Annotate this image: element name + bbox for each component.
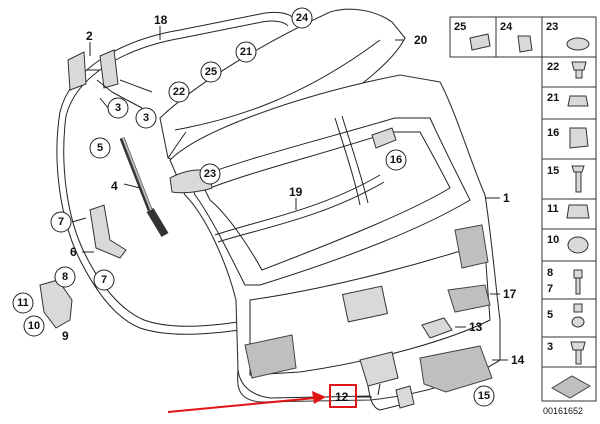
callout-5: 5	[89, 137, 111, 159]
hinge-assembly	[67, 49, 153, 109]
lock-part	[419, 345, 493, 393]
svg-text:7: 7	[58, 216, 64, 228]
highlight-arrow	[167, 391, 326, 413]
svg-text:5: 5	[97, 142, 103, 154]
label-2: 2	[86, 29, 93, 43]
svg-text:3: 3	[115, 102, 121, 114]
highlight-box	[329, 384, 357, 408]
strut-bracket	[89, 204, 127, 259]
parts-panel: 25 24 23 22 21 16 15 11 10 8 7 5 3	[449, 16, 597, 416]
label-12: 12	[335, 390, 349, 404]
callout-10: 10	[23, 315, 45, 337]
callout-8: 8	[54, 266, 76, 288]
label-6: 6	[70, 245, 77, 259]
tailgate-body	[169, 74, 501, 403]
panel-label-7: 7	[547, 283, 553, 295]
panel-part-23-icon	[566, 37, 590, 51]
label-9: 9	[62, 329, 69, 343]
handle-part	[371, 127, 397, 149]
svg-text:10: 10	[28, 320, 40, 332]
label-13: 13	[469, 320, 483, 334]
panel-label-15: 15	[547, 165, 559, 177]
svg-text:23: 23	[204, 168, 216, 180]
svg-text:22: 22	[173, 86, 185, 98]
panel-label-10: 10	[547, 234, 559, 246]
callout-3b: 3	[135, 107, 157, 129]
drawing-reference: 00161652	[543, 406, 583, 416]
leader-lines	[71, 26, 508, 398]
svg-text:11: 11	[17, 297, 29, 309]
callout-7a: 7	[50, 211, 72, 233]
callout-25: 25	[200, 61, 222, 83]
callout-24: 24	[291, 7, 313, 29]
cable-part	[359, 351, 415, 411]
label-1: 1	[503, 191, 510, 205]
svg-text:25: 25	[205, 66, 217, 78]
panel-label-16: 16	[547, 127, 559, 139]
label-4: 4	[111, 179, 118, 193]
panel-part-24-icon	[517, 35, 533, 53]
panel-label-24: 24	[500, 21, 513, 33]
callout-22: 22	[168, 81, 190, 103]
panel-label-5: 5	[547, 309, 553, 321]
switch-part	[447, 284, 491, 313]
label-14: 14	[511, 353, 525, 367]
callout-15: 15	[473, 385, 495, 407]
panel-part-25-icon	[469, 33, 491, 51]
panel-label-22: 22	[547, 61, 559, 73]
label-18: 18	[154, 13, 168, 27]
label-17: 17	[503, 287, 517, 301]
svg-text:16: 16	[390, 154, 402, 166]
callout-23: 23	[199, 163, 221, 185]
callout-11: 11	[12, 292, 34, 314]
panel-label-8: 8	[547, 267, 553, 279]
panel-label-3: 3	[547, 341, 553, 353]
inner-trim-strip	[214, 115, 385, 243]
panel-label-11: 11	[547, 203, 559, 215]
svg-text:3: 3	[143, 112, 149, 124]
callout-7b: 7	[93, 269, 115, 291]
panel-fastener-icons	[551, 61, 591, 399]
gas-strut	[119, 137, 169, 238]
svg-text:15: 15	[478, 390, 490, 402]
svg-text:7: 7	[101, 274, 107, 286]
svg-text:21: 21	[240, 46, 252, 58]
callout-21: 21	[235, 41, 257, 63]
callout-3a: 3	[107, 97, 129, 119]
panel-label-21: 21	[547, 92, 559, 104]
panel-label-25: 25	[454, 21, 466, 33]
svg-text:8: 8	[62, 271, 68, 283]
panel-label-23: 23	[546, 21, 558, 33]
cover-part	[421, 317, 453, 339]
label-20: 20	[414, 33, 428, 47]
callout-16: 16	[385, 149, 407, 171]
label-19: 19	[289, 185, 303, 199]
svg-text:24: 24	[296, 12, 309, 24]
